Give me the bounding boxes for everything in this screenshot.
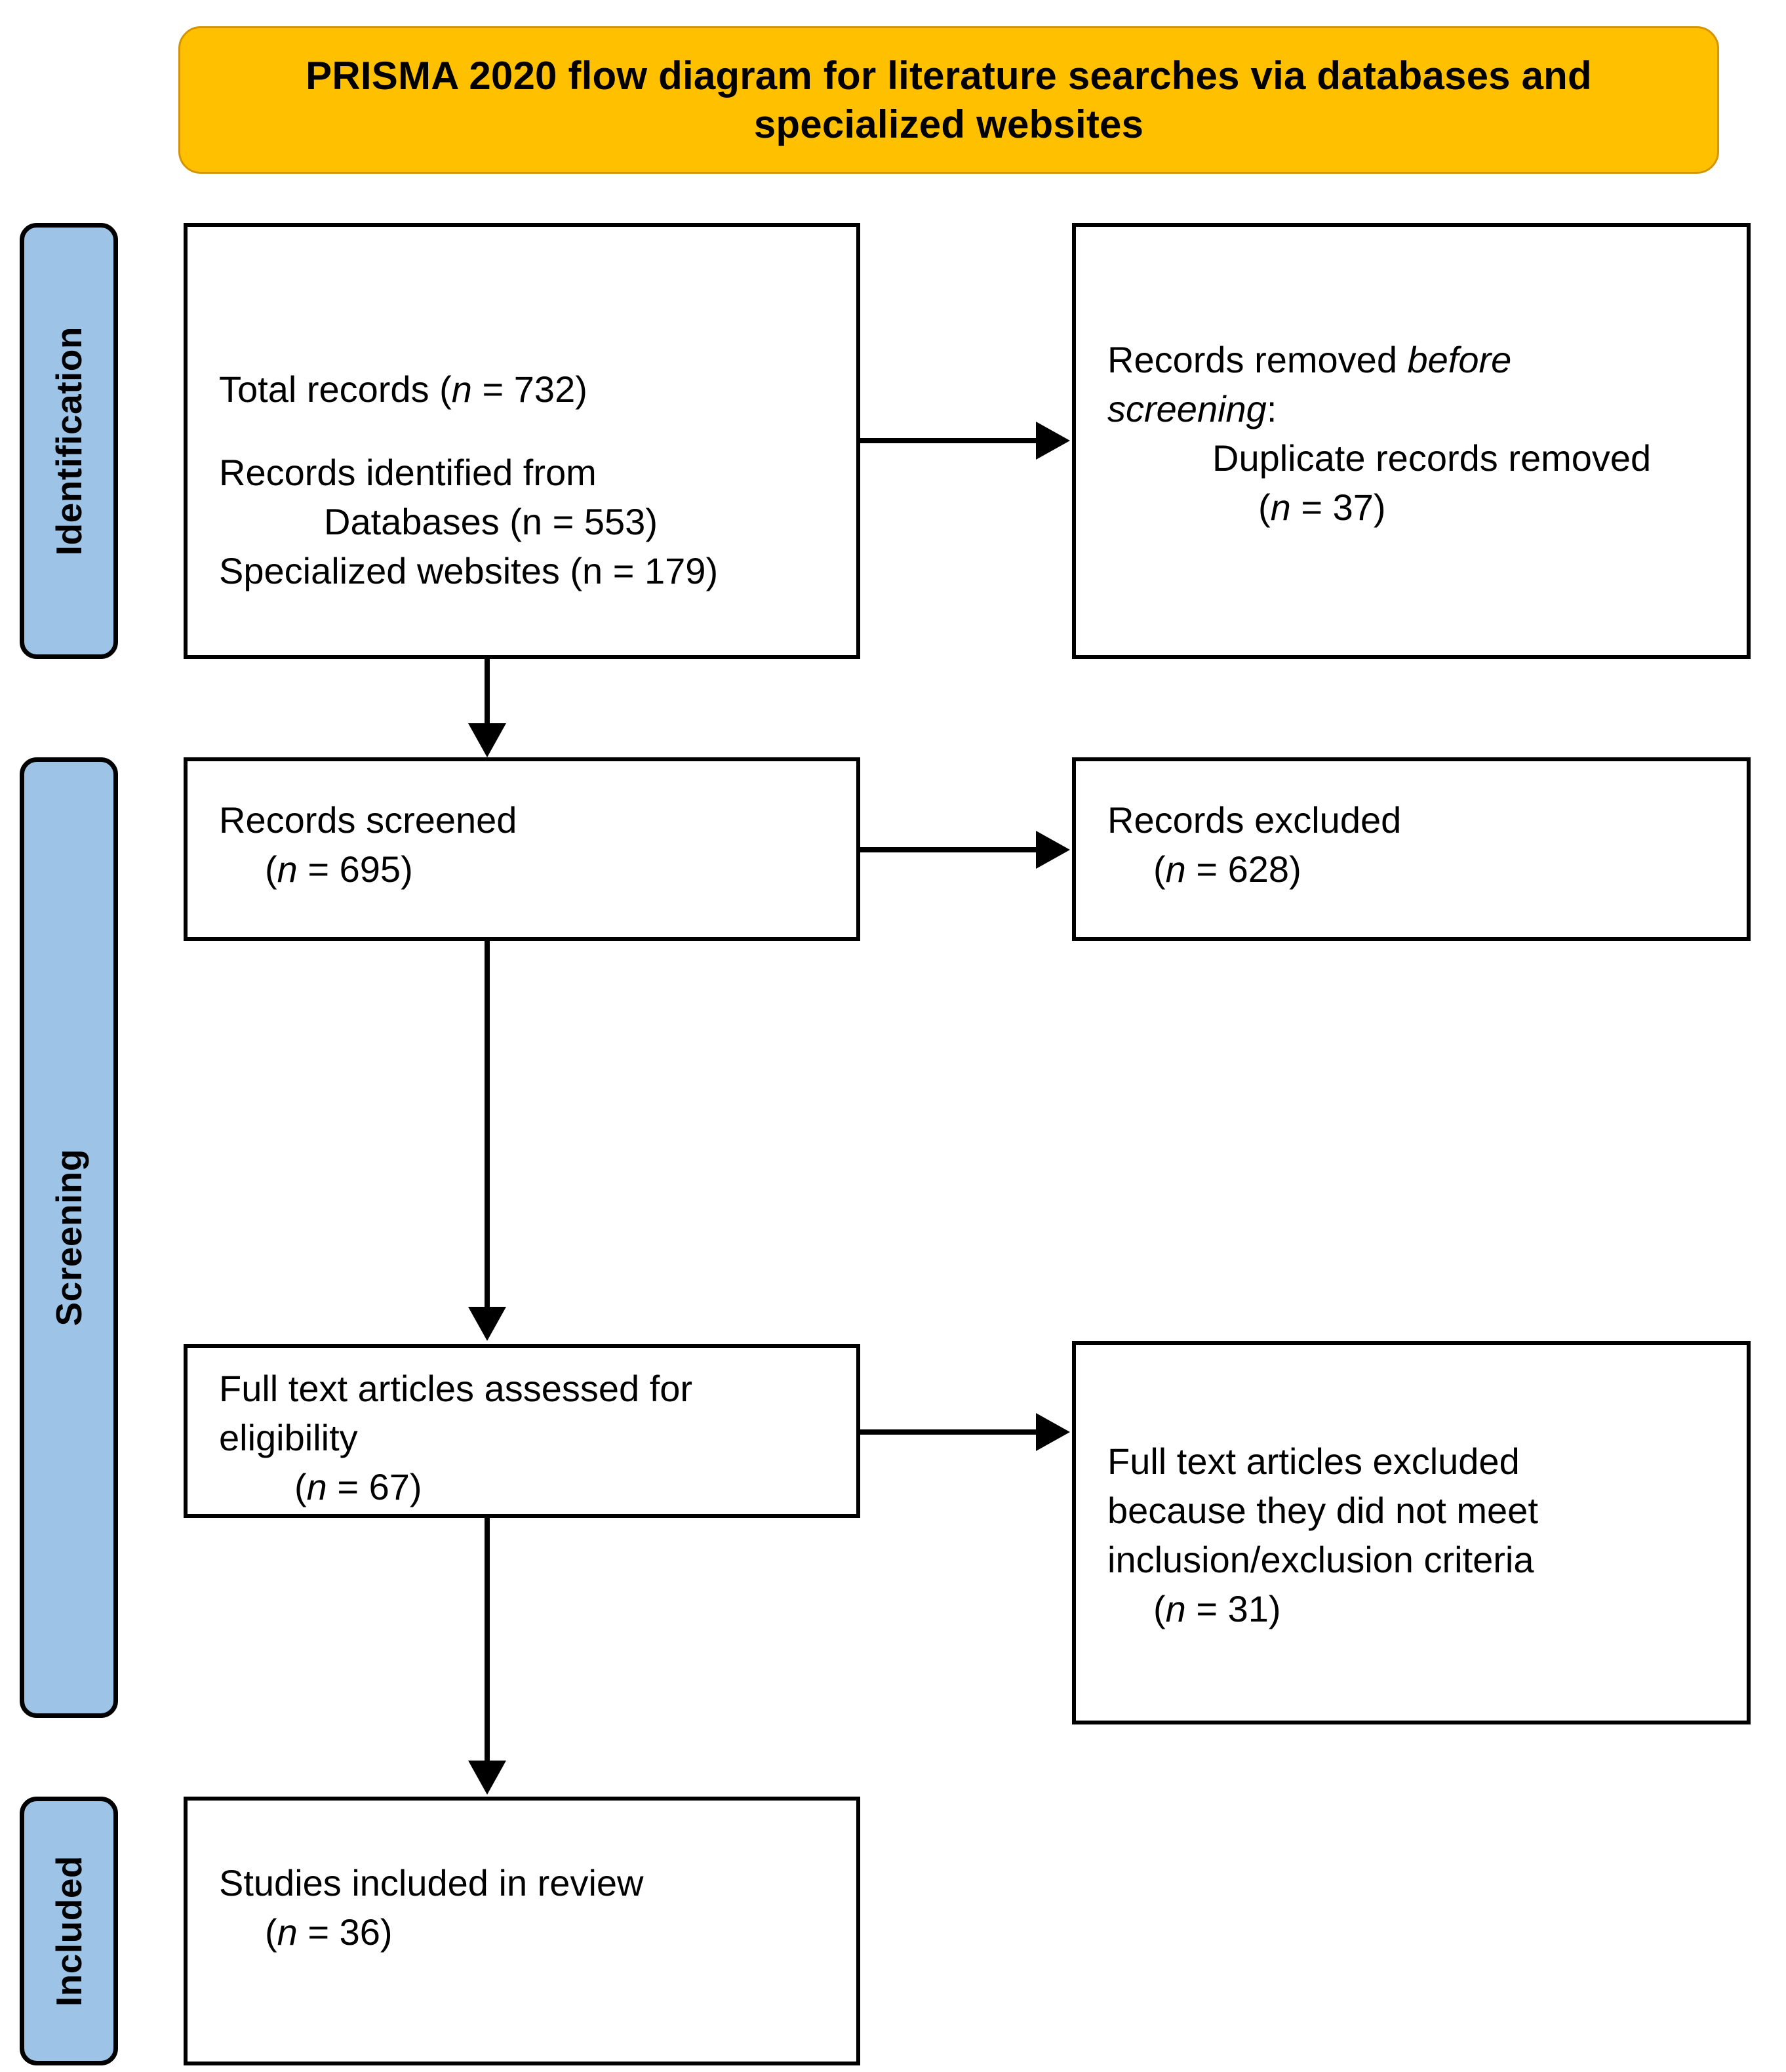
flow-box-records-excluded-body: Records excluded (n = 628) [1107, 795, 1730, 894]
fulltext-excluded-label-line3: inclusion/exclusion criteria [1107, 1539, 1534, 1581]
paren-open: ( [1153, 1588, 1166, 1630]
arrow-head-down-icon [468, 723, 506, 757]
n-value: = 36) [297, 1911, 393, 1953]
arrow-head-right-icon [1036, 831, 1070, 869]
records-removed-colon: : [1266, 388, 1277, 430]
n-symbol: n [306, 1466, 327, 1508]
arrow-head-down-icon [468, 1761, 506, 1795]
fulltext-excluded-label-line2: because they did not meet [1107, 1490, 1538, 1532]
flow-box-fulltext-assessed-body: Full text articles assessed for eligibil… [219, 1364, 839, 1511]
total-records-line: Total records (n = 732) [219, 365, 839, 414]
flow-box-records-excluded: Records excluded (n = 628) [1072, 757, 1751, 941]
records-removed-screening-line: screening: [1107, 384, 1730, 433]
flow-box-studies-included: Studies included in review (n = 36) [184, 1797, 860, 2065]
records-removed-before-em: before [1407, 339, 1512, 380]
arrow-shaft [485, 941, 490, 1308]
arrow-head-right-icon [1036, 422, 1070, 460]
arrow-head-right-icon [1036, 1413, 1070, 1451]
stage-label-screening: Screening [49, 1149, 89, 1326]
fulltext-excluded-count: (n = 31) [1107, 1584, 1730, 1633]
spacer [219, 414, 839, 448]
n-symbol: n [1270, 487, 1291, 528]
records-identified-from-label: Records identified from [219, 452, 597, 494]
paren-open: ( [1153, 848, 1166, 890]
page-title: PRISMA 2020 flow diagram for literature … [306, 54, 1592, 146]
records-removed-lead: Records removed before [1107, 335, 1730, 384]
n-value: = 31) [1185, 1588, 1281, 1630]
flow-box-records-identified-body: Total records (n = 732) Records identifi… [219, 365, 839, 595]
fulltext-assessed-count: (n = 67) [219, 1462, 839, 1511]
n-value: = 695) [297, 848, 413, 890]
studies-included-count: (n = 36) [219, 1907, 839, 1957]
flow-box-records-screened-body: Records screened (n = 695) [219, 795, 839, 894]
flow-box-records-removed-before-screening: Records removed before screening: Duplic… [1072, 223, 1751, 659]
fulltext-excluded-label-line1: Full text articles excluded [1107, 1441, 1520, 1482]
fulltext-assessed-label-line2: eligibility [219, 1417, 358, 1459]
arrow-shaft [485, 1518, 490, 1762]
arrow-shaft [860, 1429, 1037, 1435]
paren-open: ( [1258, 487, 1271, 528]
flow-box-fulltext-assessed: Full text articles assessed for eligibil… [184, 1344, 860, 1518]
n-value: = 628) [1185, 848, 1301, 890]
total-records-n-symbol: n [451, 369, 472, 410]
flow-box-records-screened: Records screened (n = 695) [184, 757, 860, 941]
total-records-value: = 732) [471, 369, 587, 410]
flow-box-records-identified: Total records (n = 732) Records identifi… [184, 223, 860, 659]
n-value: = 67) [327, 1466, 422, 1508]
records-excluded-label: Records excluded [1107, 799, 1402, 841]
records-identified-databases: Databases (n = 553) [324, 501, 658, 543]
arrow-shaft [860, 847, 1037, 852]
n-symbol: n [277, 848, 298, 890]
studies-included-label: Studies included in review [219, 1862, 644, 1903]
paren-open: ( [294, 1466, 307, 1508]
fulltext-assessed-label-line1: Full text articles assessed for [219, 1368, 693, 1409]
records-screened-count: (n = 695) [219, 845, 839, 894]
n-symbol: n [277, 1911, 298, 1953]
paren-open: ( [265, 848, 277, 890]
records-identified-websites: Specialized websites (n = 179) [219, 550, 719, 592]
total-records-label: Total records ( [219, 369, 452, 410]
stage-label-included: Included [49, 1855, 89, 2007]
diagram-title-banner: PRISMA 2020 flow diagram for literature … [178, 26, 1719, 174]
flow-box-records-removed-body: Records removed before screening: Duplic… [1107, 335, 1730, 532]
paren-open: ( [265, 1911, 277, 1953]
duplicate-records-removed-count: (n = 37) [1107, 483, 1730, 532]
flow-box-studies-included-body: Studies included in review (n = 36) [219, 1858, 839, 1957]
arrow-head-down-icon [468, 1307, 506, 1341]
stage-pill-identification: Identification [20, 223, 118, 659]
n-symbol: n [1165, 1588, 1186, 1630]
n-symbol: n [1165, 848, 1186, 890]
records-screened-label: Records screened [219, 799, 517, 841]
n-value: = 37) [1290, 487, 1386, 528]
records-removed-screening-em: screening [1107, 388, 1267, 430]
arrow-shaft [485, 659, 490, 725]
duplicate-records-removed-label: Duplicate records removed [1212, 437, 1652, 479]
flow-box-fulltext-excluded: Full text articles excluded because they… [1072, 1341, 1751, 1724]
stage-pill-screening: Screening [20, 757, 118, 1718]
stage-label-identification: Identification [49, 326, 89, 556]
records-removed-label: Records removed [1107, 339, 1408, 380]
flow-box-fulltext-excluded-body: Full text articles excluded because they… [1107, 1437, 1730, 1633]
arrow-shaft [860, 438, 1037, 443]
stage-pill-included: Included [20, 1797, 118, 2065]
records-excluded-count: (n = 628) [1107, 845, 1730, 894]
